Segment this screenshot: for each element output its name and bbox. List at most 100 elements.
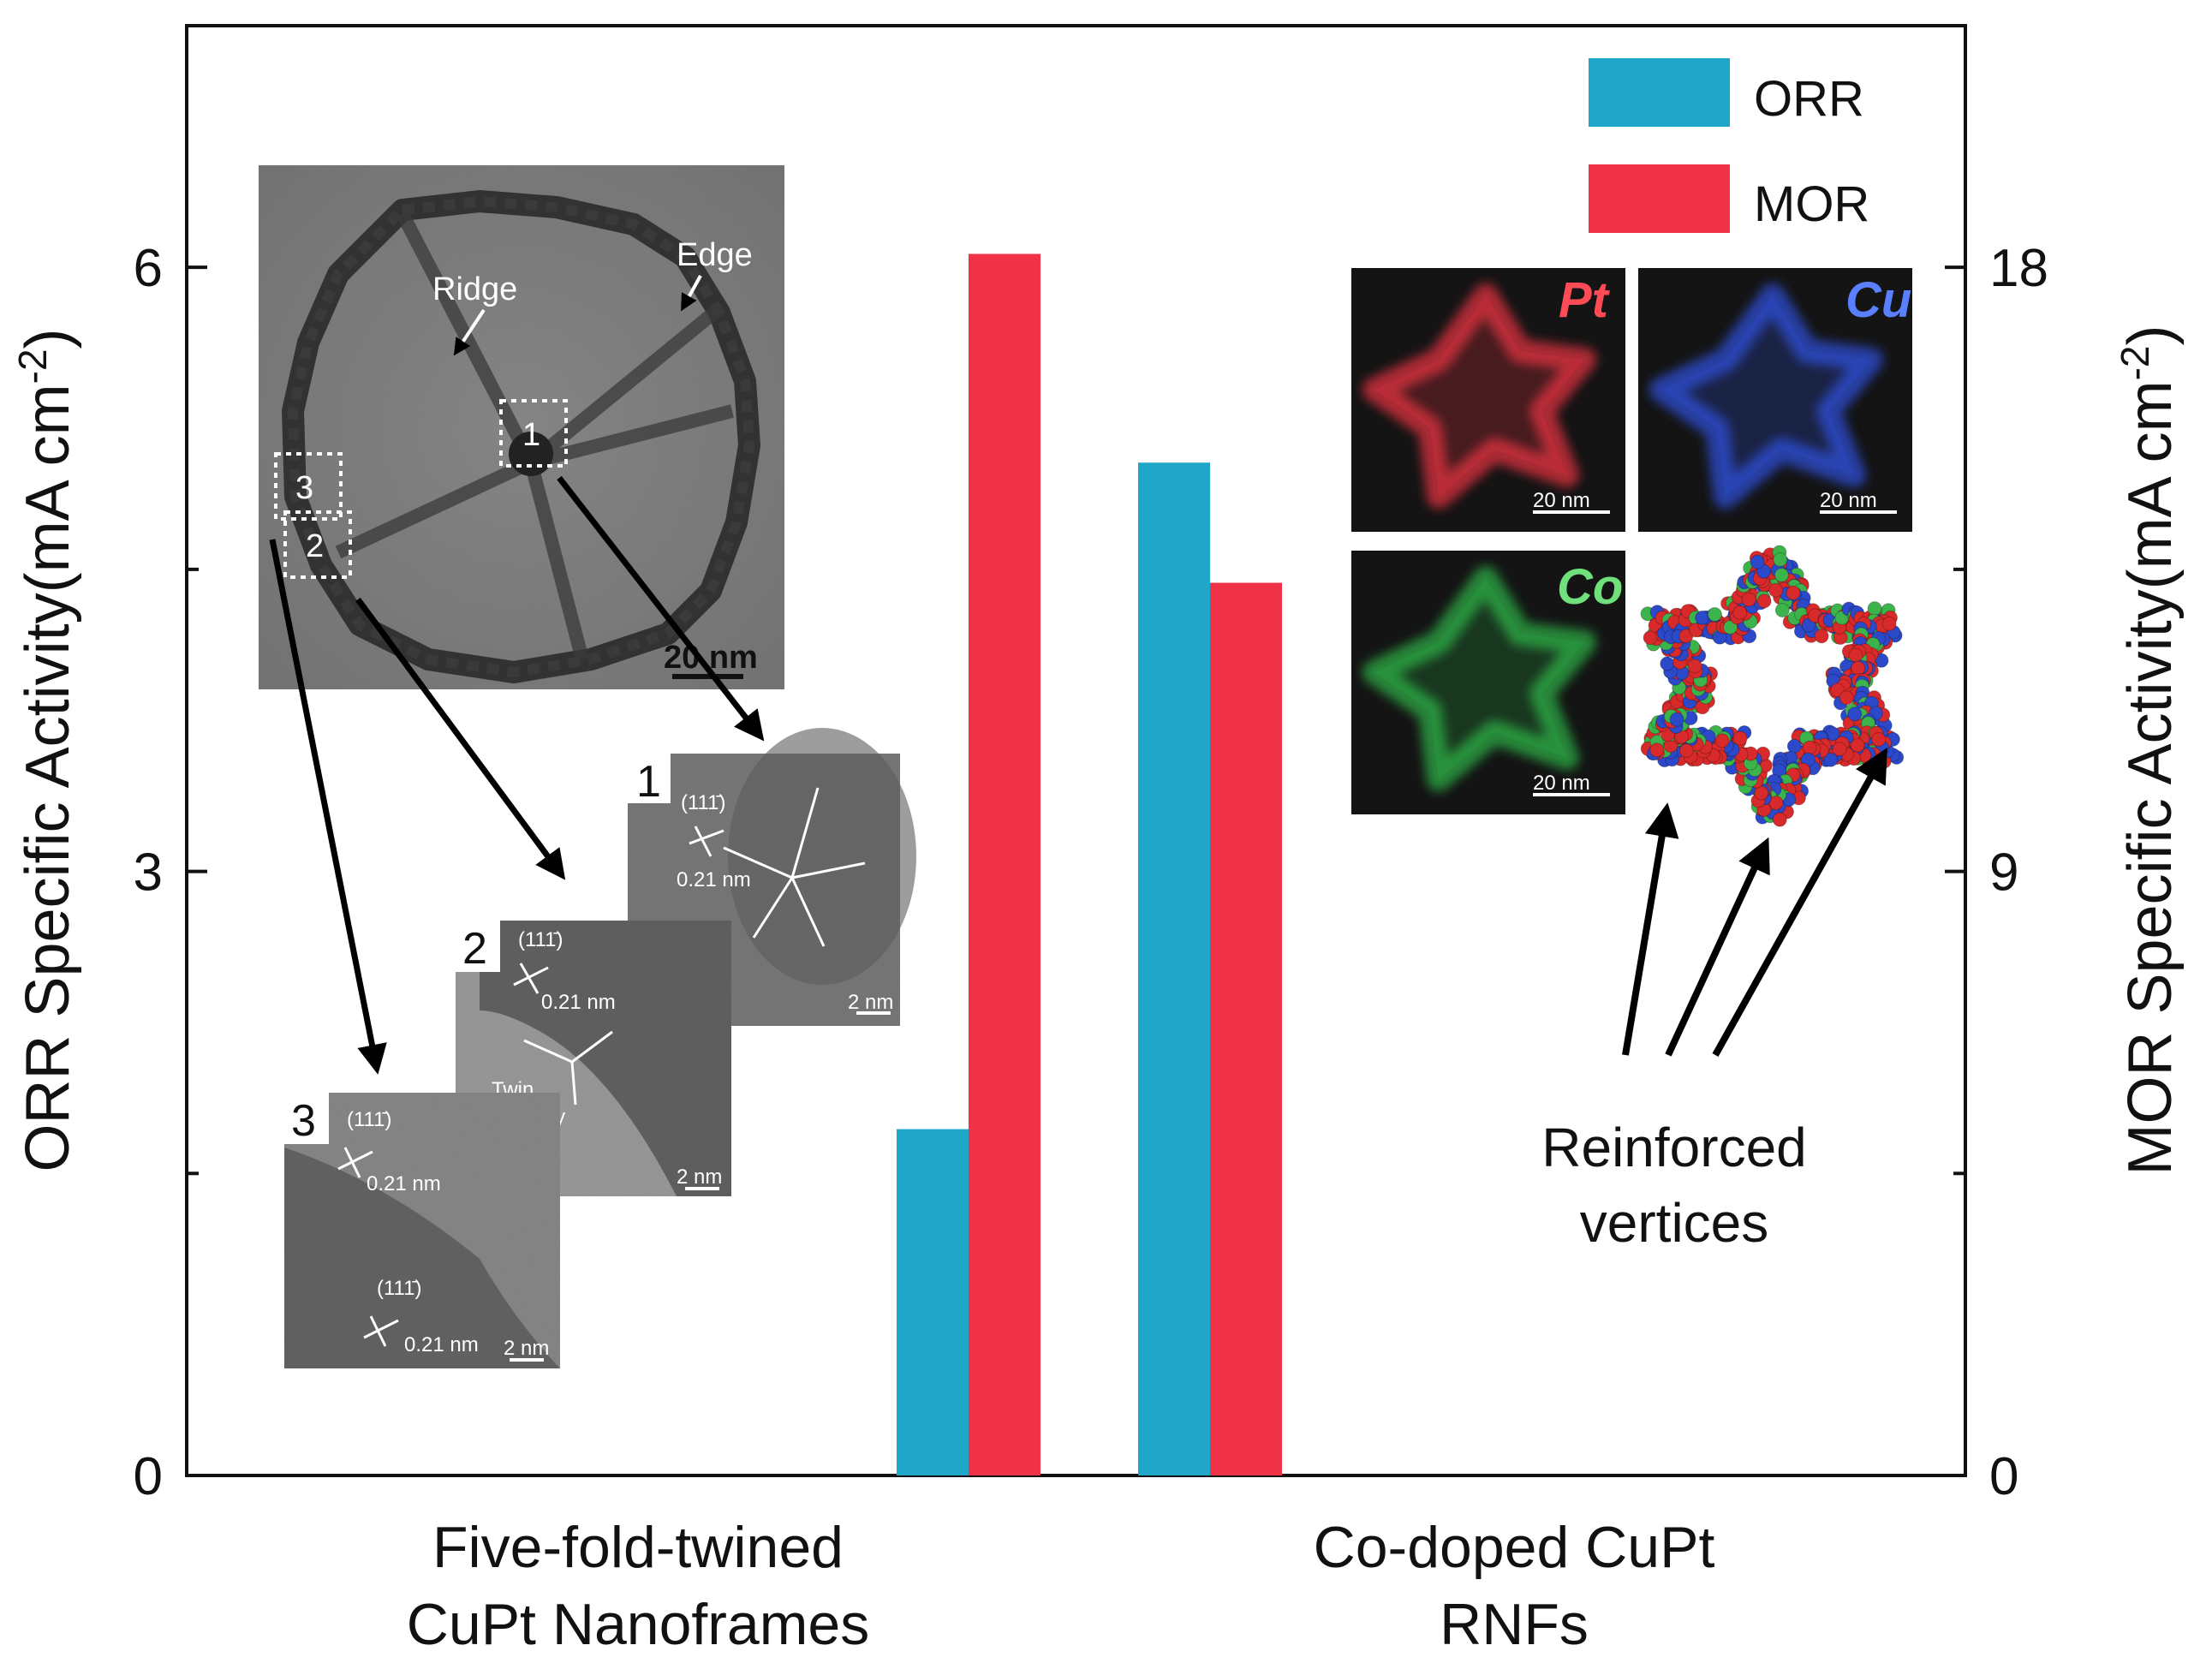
category-label-1-line-2: CuPt Nanoframes [407, 1592, 869, 1657]
tem-box-1 [499, 399, 568, 468]
tem-ridge-label: Ridge [432, 271, 517, 307]
legend-swatch-orr [1589, 58, 1730, 127]
vertex-arrow-3 [1712, 748, 1887, 1057]
eds-map-cu: Cu 20 nm [1638, 268, 1912, 532]
right-tick-label: 9 [1989, 843, 2018, 903]
model-atom [1814, 629, 1829, 644]
legend-swatch-mor [1589, 164, 1730, 233]
arrow-to-panel-1 [557, 475, 765, 742]
model-atom [1714, 733, 1730, 748]
right-tick-label: 18 [1989, 239, 2048, 298]
model-atom [1643, 630, 1658, 646]
model-atom [1707, 607, 1722, 622]
tem-edge-label: Edge [677, 237, 753, 273]
bars-group [897, 253, 1282, 1476]
model-atom [1774, 568, 1789, 582]
eds-co-scale: 20 nm [1533, 772, 1590, 795]
right-tick-label: 0 [1989, 1447, 2018, 1506]
hrtem-2-plane: (111̄) [518, 928, 563, 951]
bar-orr-1 [897, 1129, 969, 1475]
tem-edge-arrow [681, 275, 702, 312]
model-atom [1786, 585, 1801, 600]
model-atom [1772, 812, 1787, 827]
model-atom [1832, 742, 1847, 757]
model-atom [1723, 620, 1738, 635]
model-atom [1823, 752, 1839, 767]
left-axis-ticks: 0 3 6 [134, 239, 207, 1506]
left-tick-label: 3 [134, 843, 163, 903]
tem-box-2 [283, 510, 352, 579]
annotation-line-2: vertices [1580, 1192, 1769, 1254]
bar-mor-1 [969, 253, 1040, 1476]
model-atom [1732, 605, 1748, 620]
hrtem-panel-3: 3 (111̄) 0.21 nm (111̄) 0.21 nm 2 nm [284, 1093, 560, 1368]
nanoframe-ridges [335, 211, 734, 662]
annotation-line-1: Reinforced [1541, 1117, 1807, 1178]
model-atom [1741, 592, 1756, 607]
reinforced-vertices-annotation: Reinforced vertices [1541, 748, 1887, 1254]
legend-label-mor: MOR [1754, 176, 1869, 232]
model-atom [1649, 742, 1665, 758]
hrtem-3-num: 3 [291, 1096, 316, 1146]
model-atom [1669, 712, 1684, 727]
tem-box-3-label: 3 [295, 470, 313, 506]
hrtem-3-plane-2: (111̄) [377, 1277, 421, 1300]
model-atom [1754, 785, 1769, 801]
hrtem-3-spacing: 0.21 nm [367, 1172, 441, 1195]
vertex-arrow-2 [1665, 837, 1770, 1057]
model-atom [1871, 732, 1887, 747]
tem-box-3 [274, 452, 343, 521]
vertex-arrow-1 [1622, 802, 1679, 1056]
tem-box-2-label: 2 [306, 528, 324, 564]
eds-cu-scale: 20 nm [1820, 489, 1877, 512]
model-atom [1678, 743, 1694, 759]
model-atom [1839, 690, 1854, 706]
model-atom [1768, 796, 1784, 811]
hrtem-2-spacing: 0.21 nm [541, 991, 616, 1014]
legend-label-orr: ORR [1754, 71, 1864, 127]
eds-map-co: Co 20 nm [1351, 551, 1625, 814]
hrtem-1-num-box [628, 754, 671, 803]
model-atom [1756, 593, 1772, 609]
hrtem-3-plane: (111̄) [347, 1108, 391, 1131]
arrow-to-panel-3 [269, 539, 387, 1075]
eds-pt-label: Pt [1559, 272, 1611, 328]
model-atom [1847, 706, 1863, 722]
left-tick-label: 6 [134, 239, 163, 298]
category-label-2-line-1: Co-doped CuPt [1314, 1515, 1715, 1580]
atomistic-model [1640, 545, 1905, 827]
legend: ORR MOR [1589, 58, 1869, 233]
hrtem-1-twin-lines [723, 787, 866, 947]
hrtem-1-scale: 2 nm [848, 991, 893, 1014]
hrtem-1-spacing: 0.21 nm [677, 868, 751, 891]
eds-co-label: Co [1557, 559, 1623, 615]
hrtem-3-scale: 2 nm [504, 1337, 549, 1360]
right-axis-ticks: 0 9 18 [1945, 239, 2048, 1506]
left-tick-label: 0 [134, 1447, 163, 1506]
hrtem-1-num: 1 [636, 757, 661, 807]
model-atom [1774, 603, 1790, 617]
model-atom [1687, 659, 1702, 674]
model-atom [1802, 740, 1817, 755]
model-atom [1851, 660, 1866, 676]
model-atom [1768, 582, 1784, 598]
arrow-to-panel-2 [355, 597, 566, 880]
plot-frame [185, 24, 1967, 1477]
model-atom [1750, 554, 1765, 569]
model-atom [1732, 730, 1748, 746]
hrtem-1-plane: (111̄) [681, 791, 725, 814]
eds-pt-scale: 20 nm [1533, 489, 1590, 512]
eds-map-pt: Pt 20 nm [1351, 268, 1625, 532]
eds-cu-label: Cu [1845, 272, 1911, 328]
hrtem-2-num: 2 [462, 924, 487, 974]
model-atom [1867, 601, 1882, 617]
category-label-2-line-2: RNFs [1440, 1592, 1589, 1657]
category-label-1-line-1: Five-fold-twined [432, 1515, 844, 1580]
hrtem-3-spacing-2: 0.21 nm [404, 1333, 479, 1356]
hrtem-2-scale: 2 nm [677, 1165, 722, 1189]
model-atom [1773, 552, 1788, 567]
tem-box-1-label: 1 [522, 417, 540, 453]
